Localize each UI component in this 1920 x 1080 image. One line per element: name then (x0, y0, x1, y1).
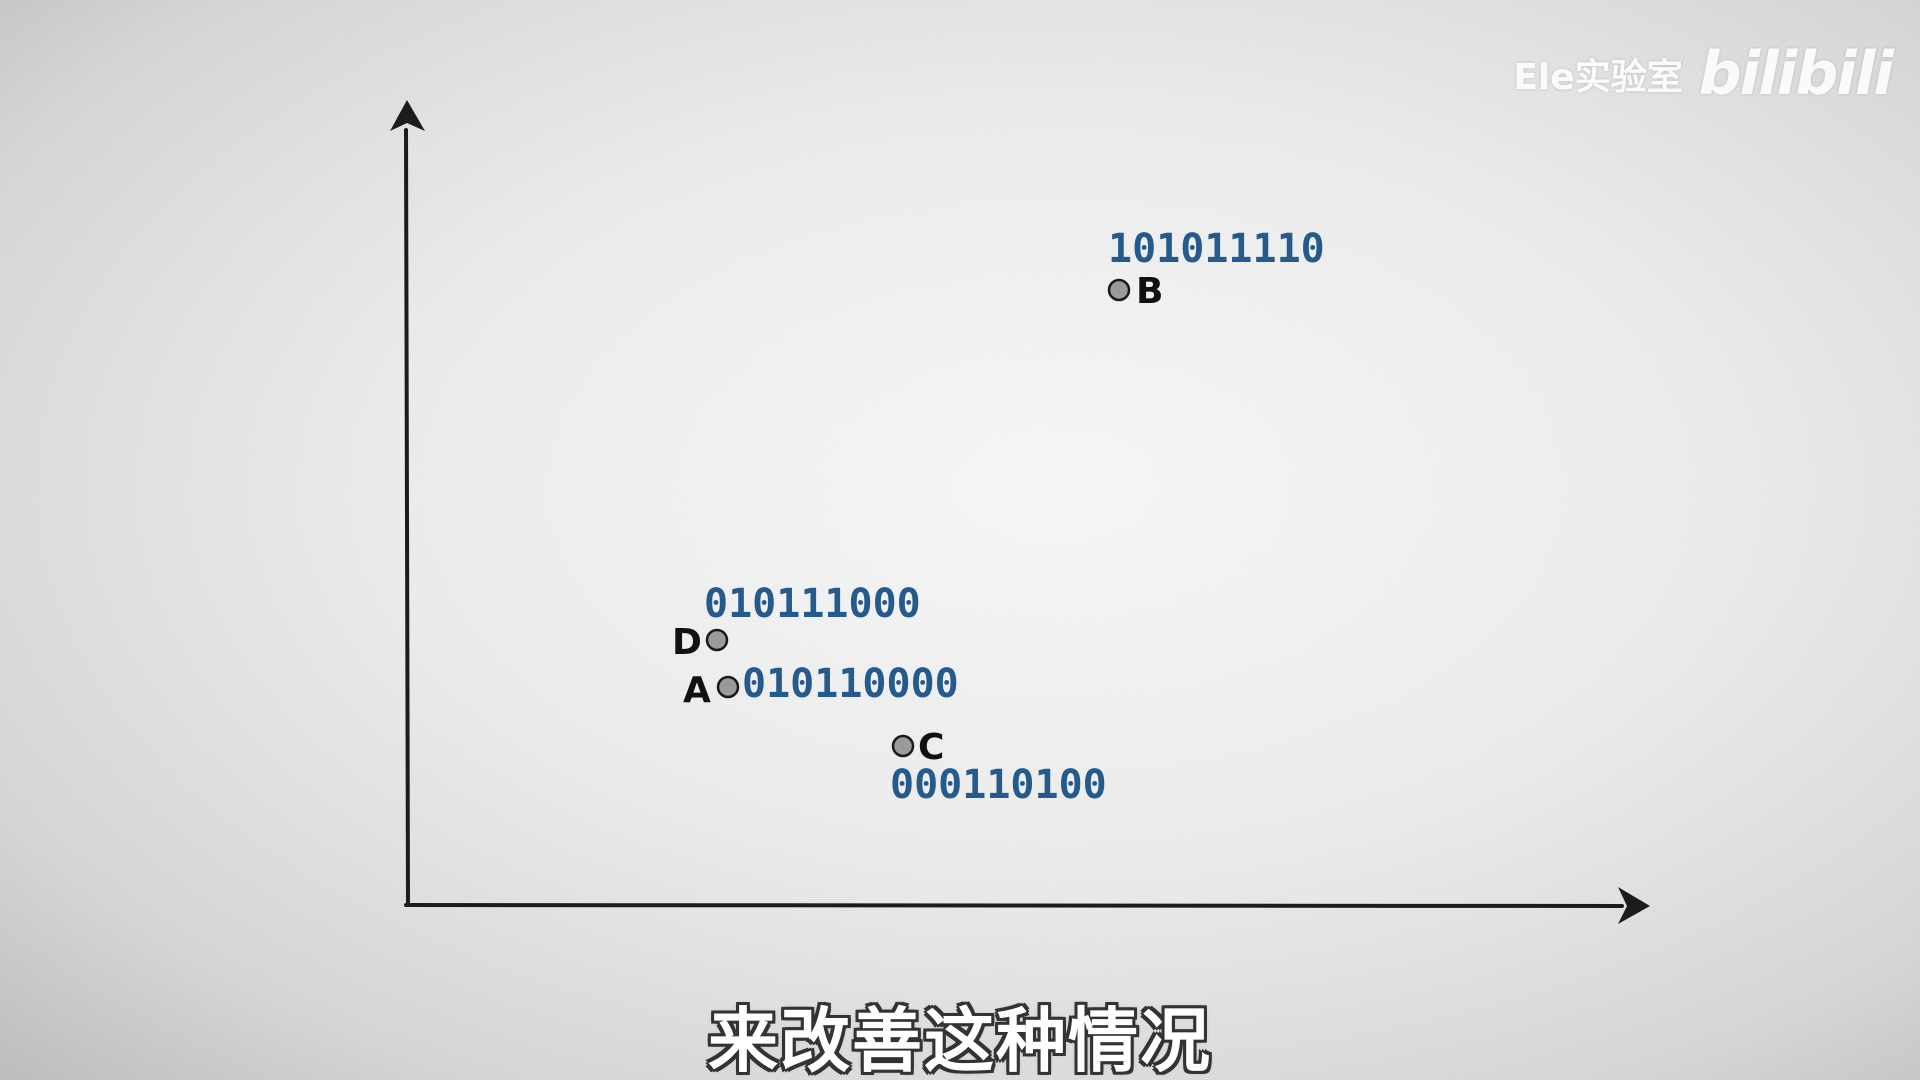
x-axis-arrow-icon (1618, 887, 1650, 924)
x-axis (404, 903, 1624, 908)
point-d-marker (705, 628, 729, 652)
point-c: C 000110100 (890, 727, 1107, 808)
channel-name: Ele实验室 (1513, 57, 1683, 98)
video-subtitle: 来改善这种情况 (708, 1000, 1212, 1080)
point-d: 010111000 D (672, 581, 921, 663)
point-b-label: B (1136, 271, 1163, 312)
point-a: A 010110000 (683, 661, 959, 711)
channel-watermark: Ele实验室 bilibili (1513, 39, 1894, 109)
bilibili-logo-icon: bilibili (1698, 39, 1894, 109)
point-a-label: A (683, 670, 711, 711)
point-d-code: 010111000 (704, 581, 921, 627)
point-b-marker (1107, 278, 1131, 302)
point-a-marker (716, 675, 740, 699)
point-c-code: 000110100 (890, 762, 1107, 808)
point-d-label: D (672, 622, 702, 663)
point-c-marker (891, 734, 915, 758)
point-b-code: 101011110 (1108, 226, 1325, 272)
y-axis-arrow-icon (390, 100, 425, 131)
y-axis (404, 128, 410, 907)
point-a-code: 010110000 (742, 661, 959, 707)
point-c-label: C (918, 727, 944, 768)
point-b: 101011110 B (1107, 226, 1325, 312)
